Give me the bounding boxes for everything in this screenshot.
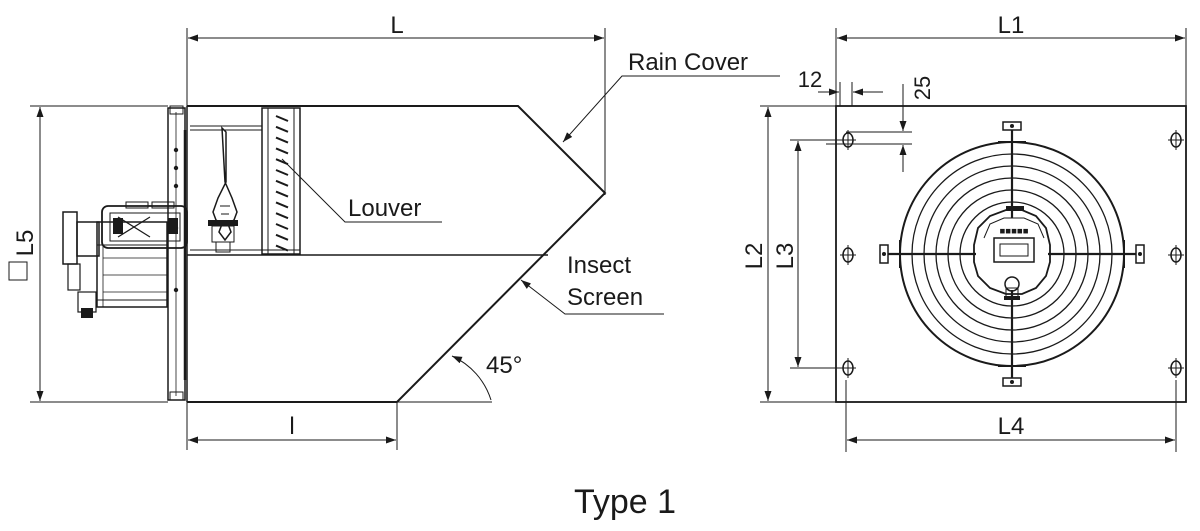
louver-blade (275, 179, 289, 187)
louver-assembly (261, 107, 301, 255)
mounting-hole (1168, 358, 1184, 378)
dimension-L2: L2 (741, 105, 836, 403)
dimension-L3: L3 (772, 139, 846, 369)
dimension-12: 12 (798, 67, 883, 106)
terminal-box (993, 237, 1035, 263)
flange-bolt (173, 165, 179, 171)
louver-blade (275, 212, 289, 220)
guard-mount-bracket (1135, 244, 1145, 264)
louver-blade (275, 136, 289, 144)
impeller (208, 126, 238, 253)
louver-blade (275, 190, 289, 198)
mounting-hole (840, 358, 856, 378)
angle-45: 45° (397, 352, 522, 403)
svg-text:◼◼◼◼◼: ◼◼◼◼◼ (999, 228, 1028, 235)
fan-guard (879, 121, 1145, 387)
leader-louver: Louver (281, 158, 442, 223)
mounting-holes (840, 130, 1184, 378)
insect-label-line1: Insect (567, 252, 631, 279)
louver-blade (275, 233, 289, 241)
square-symbol (8, 261, 28, 281)
dimension-l: l (186, 402, 398, 450)
louver-blade (275, 201, 289, 209)
rain-cover-label: Rain Cover (628, 49, 748, 76)
louver-label: Louver (348, 195, 421, 222)
mounting-hole (1168, 130, 1184, 150)
dim-L2-label: L2 (741, 243, 768, 270)
dimension-25: 25 (826, 76, 935, 172)
louver-blade (275, 169, 289, 176)
louver-blades (275, 115, 289, 252)
louver-blade (275, 115, 289, 122)
louver-blade (275, 125, 289, 133)
louver-blade (275, 147, 289, 155)
mounting-hole (840, 245, 856, 265)
figure-caption: Type 1 (574, 483, 676, 521)
flange-bolt (173, 183, 179, 189)
dim-12-label: 12 (798, 67, 822, 92)
front-plate (835, 105, 1187, 403)
mounting-flange (167, 105, 187, 401)
flange-bolt (173, 147, 179, 153)
louver-blade (275, 223, 289, 230)
louver-blade (275, 244, 289, 252)
dim-L4-label: L4 (998, 413, 1025, 440)
insect-label-line2: Screen (567, 284, 643, 311)
guard-mount-bracket (1002, 121, 1022, 131)
dim-25-label: 25 (910, 76, 935, 100)
dim-L1-label: L1 (998, 12, 1025, 39)
housing (186, 105, 607, 403)
dim-L5-label: L5 (12, 230, 39, 257)
dimension-L5: L5 (8, 105, 168, 403)
leader-insect-screen: Insect Screen (520, 252, 664, 315)
side-view: L (8, 12, 780, 450)
angle-label: 45° (486, 352, 522, 379)
mounting-hole (840, 130, 856, 150)
motor (62, 201, 188, 318)
dim-l-label: l (289, 413, 294, 440)
dim-L-label: L (390, 12, 403, 39)
guard-mount-bracket (879, 244, 889, 264)
dim-L3-label: L3 (772, 243, 799, 270)
front-view: L1 12 25 L2 L3 (741, 12, 1187, 452)
dimension-L: L (186, 12, 606, 195)
mounting-hole (1168, 245, 1184, 265)
guard-mount-bracket (1002, 377, 1022, 387)
flange-bolt (173, 287, 179, 293)
dimension-L4: L4 (845, 380, 1177, 452)
leader-rain-cover: Rain Cover (562, 49, 780, 143)
dimension-L1: L1 (835, 12, 1187, 106)
motor-hub: ◼◼◼◼◼ (973, 206, 1051, 300)
